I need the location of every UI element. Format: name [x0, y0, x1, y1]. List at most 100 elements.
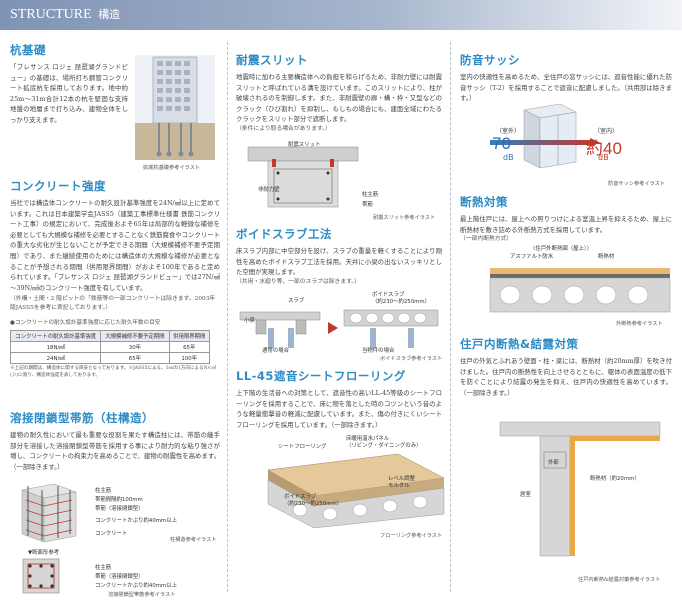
table-header: 大規模補修不要予定期間 — [100, 330, 170, 343]
table-note: ※上記の期間は、構造体に関する目安となっております。※JASS5による。1ssの… — [10, 366, 217, 378]
indoor-db-unit: dB — [598, 153, 609, 162]
void-label: （約230～約250mm） — [372, 299, 431, 305]
ll45-text: 上下階の生活音への対策として、遮音性の高いLL-45等級のシートフローリングを採… — [236, 389, 442, 429]
concrete-section: コンクリート強度 当社では構造体コンクリートの耐久設計基準強度を24N/㎟以上に… — [9, 178, 220, 379]
sash-window-drawing — [523, 103, 577, 169]
inner-insulation-heading: 住戸内断熱&結露対策 — [460, 337, 579, 351]
roof-insulation-drawing — [489, 268, 671, 313]
inner-label: 居室 — [520, 492, 531, 498]
section-label: コンクリートかぶり約40mm以上 — [95, 583, 178, 589]
slit-label: 柱主筋 — [362, 192, 379, 198]
concrete-note: （外構・土間・2 階ピットの「鉄筋等の一部コンクリートは除きます。2003年版J… — [10, 296, 216, 312]
building-pile-drawing — [135, 56, 215, 160]
inner-insulation-drawing — [499, 421, 661, 557]
section-caption: 溶接閉鎖型帯筋参考イラスト — [108, 592, 176, 598]
inner-caption: 住戸内断熱&結露対策参考イラスト — [578, 577, 661, 583]
table-cell: 24N/㎟ — [9, 352, 102, 365]
section-drawing — [22, 558, 60, 594]
ll45-heading: LL-45遮音シートフローリング — [236, 369, 406, 383]
pile-text: 「プレサンス ロジェ 琵琶湖グランドビュー」の基礎は、場所打ち鋼管コンクリート拡… — [10, 63, 128, 124]
rebar-label: 帯筋（溶接閉鎖型） — [95, 506, 144, 512]
slit-caption: 耐震スリット参考イラスト — [373, 215, 436, 221]
flooring-label: ボイドスラブ — [284, 494, 317, 500]
inner-insulation-section: 住戸内断熱&結露対策 住戸の外気とふれあう壁面・柱・梁には、断熱材（約20mm厚… — [460, 336, 672, 398]
welded-text: 建物の耐久性において最も重要な役割を果たす構造柱には、帯筋の継手部分を溶接した溶… — [10, 431, 220, 471]
page-header: STRUCTURE 構造 — [0, 0, 682, 30]
slit-heading: 耐震スリット — [236, 53, 308, 67]
sash-caption: 防音サッシ参考イラスト — [608, 181, 665, 187]
table-header: コンクリートの耐久設計基準強度 — [9, 330, 102, 343]
slit-note: （条件により取る場合があります。） — [236, 125, 331, 132]
insulation-note: （一部内断熱方式） — [460, 236, 513, 243]
section-label: 柱主筋 — [95, 565, 112, 571]
slit-label: 帯筋 — [362, 202, 373, 208]
void-note: （共用・水廻り等、一部のスラブは除きます。） — [236, 278, 361, 285]
indoor-label: （室内） — [594, 128, 619, 135]
slit-section: 耐震スリット 地震時に加わる主要構造体への負担を和らげるため、非耐力壁には耐震ス… — [236, 52, 442, 134]
concrete-text: 当社では構造体コンクリートの耐久設計基準強度を24N/㎟以上に定めています。これ… — [10, 199, 220, 292]
flooring-label: （約230～約250mm） — [284, 501, 343, 507]
column-divider — [227, 42, 228, 592]
void-label: 小梁 — [244, 318, 255, 324]
sash-text: 室内の快適性を高めるため、全住戸の窓サッシには、遮音性能に優れた防音サッシ（T-… — [460, 73, 672, 103]
flooring-label: レベル調整 — [388, 476, 415, 482]
rebar-label: コンクリートかぶり約40mm以上 — [95, 518, 178, 524]
insulation-title: 〈住戸外断熱図（屋上）〉 — [530, 246, 592, 252]
flooring-label: モルタル — [388, 483, 410, 489]
insulation-caption: 外断熱参考イラスト — [616, 321, 663, 327]
table-cell: 18N/㎟ — [9, 341, 102, 354]
outdoor-label: （室外） — [496, 128, 521, 135]
table-cell: 65年 — [168, 341, 211, 354]
flooring-label: シートフローリング — [278, 444, 327, 450]
table-row: 18N/㎟ 30年 65年 — [9, 341, 211, 354]
table-cell: 65年 — [100, 352, 170, 365]
insulation-label: アスファルト防水 — [510, 254, 554, 260]
inner-label: 断熱材（約20mm） — [590, 476, 640, 482]
void-text: 床スラブ内部に中空部分を設け、スラブの重量を軽くすることにより剛性を高めたボイド… — [236, 247, 442, 277]
outdoor-db-value: 70 — [492, 134, 511, 153]
rebar-label: 帯筋間隔約100mm — [95, 497, 143, 503]
void-heading: ボイドスラブ工法 — [236, 227, 332, 241]
insulation-text: 最上階住戸には、屋上への照りつけによる室温上昇を抑えるため、屋上に断熱材を敷き詰… — [460, 215, 672, 234]
table-row: 24N/㎟ 65年 100年 — [9, 352, 211, 365]
inner-label: 外部 — [548, 460, 559, 466]
column-rebar-drawing — [21, 483, 77, 543]
pile-heading: 杭基礎 — [10, 43, 46, 57]
welded-section: 溶接閉鎖型帯筋（柱構造） 建物の耐久性において最も重要な役割を果たす構造柱には、… — [10, 410, 220, 472]
flooring-label: 床暖用温水パネル — [346, 436, 390, 442]
void-section: ボイドスラブ工法 床スラブ内部に中空部分を設け、スラブの重量を軽くすることにより… — [236, 226, 442, 287]
section-title: STRUCTURE 構造 — [10, 7, 121, 22]
table-title: ●コンクリートの耐久設計基準強度に応じた耐久年数の目安 — [10, 320, 161, 327]
sash-heading: 防音サッシ — [460, 53, 520, 67]
table-cell: 100年 — [168, 352, 211, 365]
column-caption: 柱構造参考イラスト — [170, 537, 217, 543]
slit-text: 地震時に加わる主要構造体への負担を和らげるため、非耐力壁には耐震スリットと呼ばれ… — [236, 73, 442, 124]
pile-caption: 拡底杭基礎参考イラスト — [143, 165, 200, 171]
void-label: 当物件の場合 — [362, 348, 395, 354]
insulation-heading: 断熱対策 — [460, 195, 508, 209]
slit-drawing — [247, 146, 359, 208]
section-title: ▼断面形参考 — [28, 550, 60, 556]
column-1: 杭基礎 「プレサンス ロジェ 琵琶湖グランドビュー」の基礎は、場所打ち鋼管コンク… — [10, 42, 220, 126]
insulation-section: 断熱対策 最上階住戸には、屋上への照りつけによる室温上昇を抑えるため、屋上に断熱… — [460, 194, 672, 244]
section-label: 帯筋（溶接閉鎖型） — [95, 574, 144, 580]
indoor-db-value: 約40 — [586, 139, 622, 158]
pile-illustration — [135, 55, 215, 160]
rebar-label: コンクリート — [95, 531, 128, 537]
sound-arrow — [490, 138, 600, 147]
void-slab-drawing — [239, 309, 439, 348]
inner-insulation-text: 住戸の外気とふれあう壁面・柱・梁には、断熱材（約20mm厚）を吹き付けました。住… — [460, 357, 672, 397]
column-divider — [450, 42, 451, 592]
welded-heading: 溶接閉鎖型帯筋（柱構造） — [10, 411, 154, 425]
slit-label: 非耐力壁 — [258, 187, 280, 193]
flooring-caption: フローリング参考イラスト — [380, 533, 443, 539]
table-cell: 30年 — [100, 341, 170, 354]
rebar-label: 柱主筋 — [95, 488, 112, 494]
durability-table: コンクリートの耐久設計基準強度 大規模補修不要予定期間 供用限界期間 18N/㎟… — [9, 330, 211, 365]
void-label: ボイドスラブ — [372, 292, 405, 298]
slit-label: 耐震スリット — [288, 142, 321, 148]
concrete-heading: コンクリート強度 — [10, 179, 106, 193]
flooring-label: （リビング・ダイニングのみ） — [346, 443, 422, 449]
outdoor-db-unit: dB — [503, 153, 514, 162]
void-label: スラブ — [288, 298, 305, 304]
